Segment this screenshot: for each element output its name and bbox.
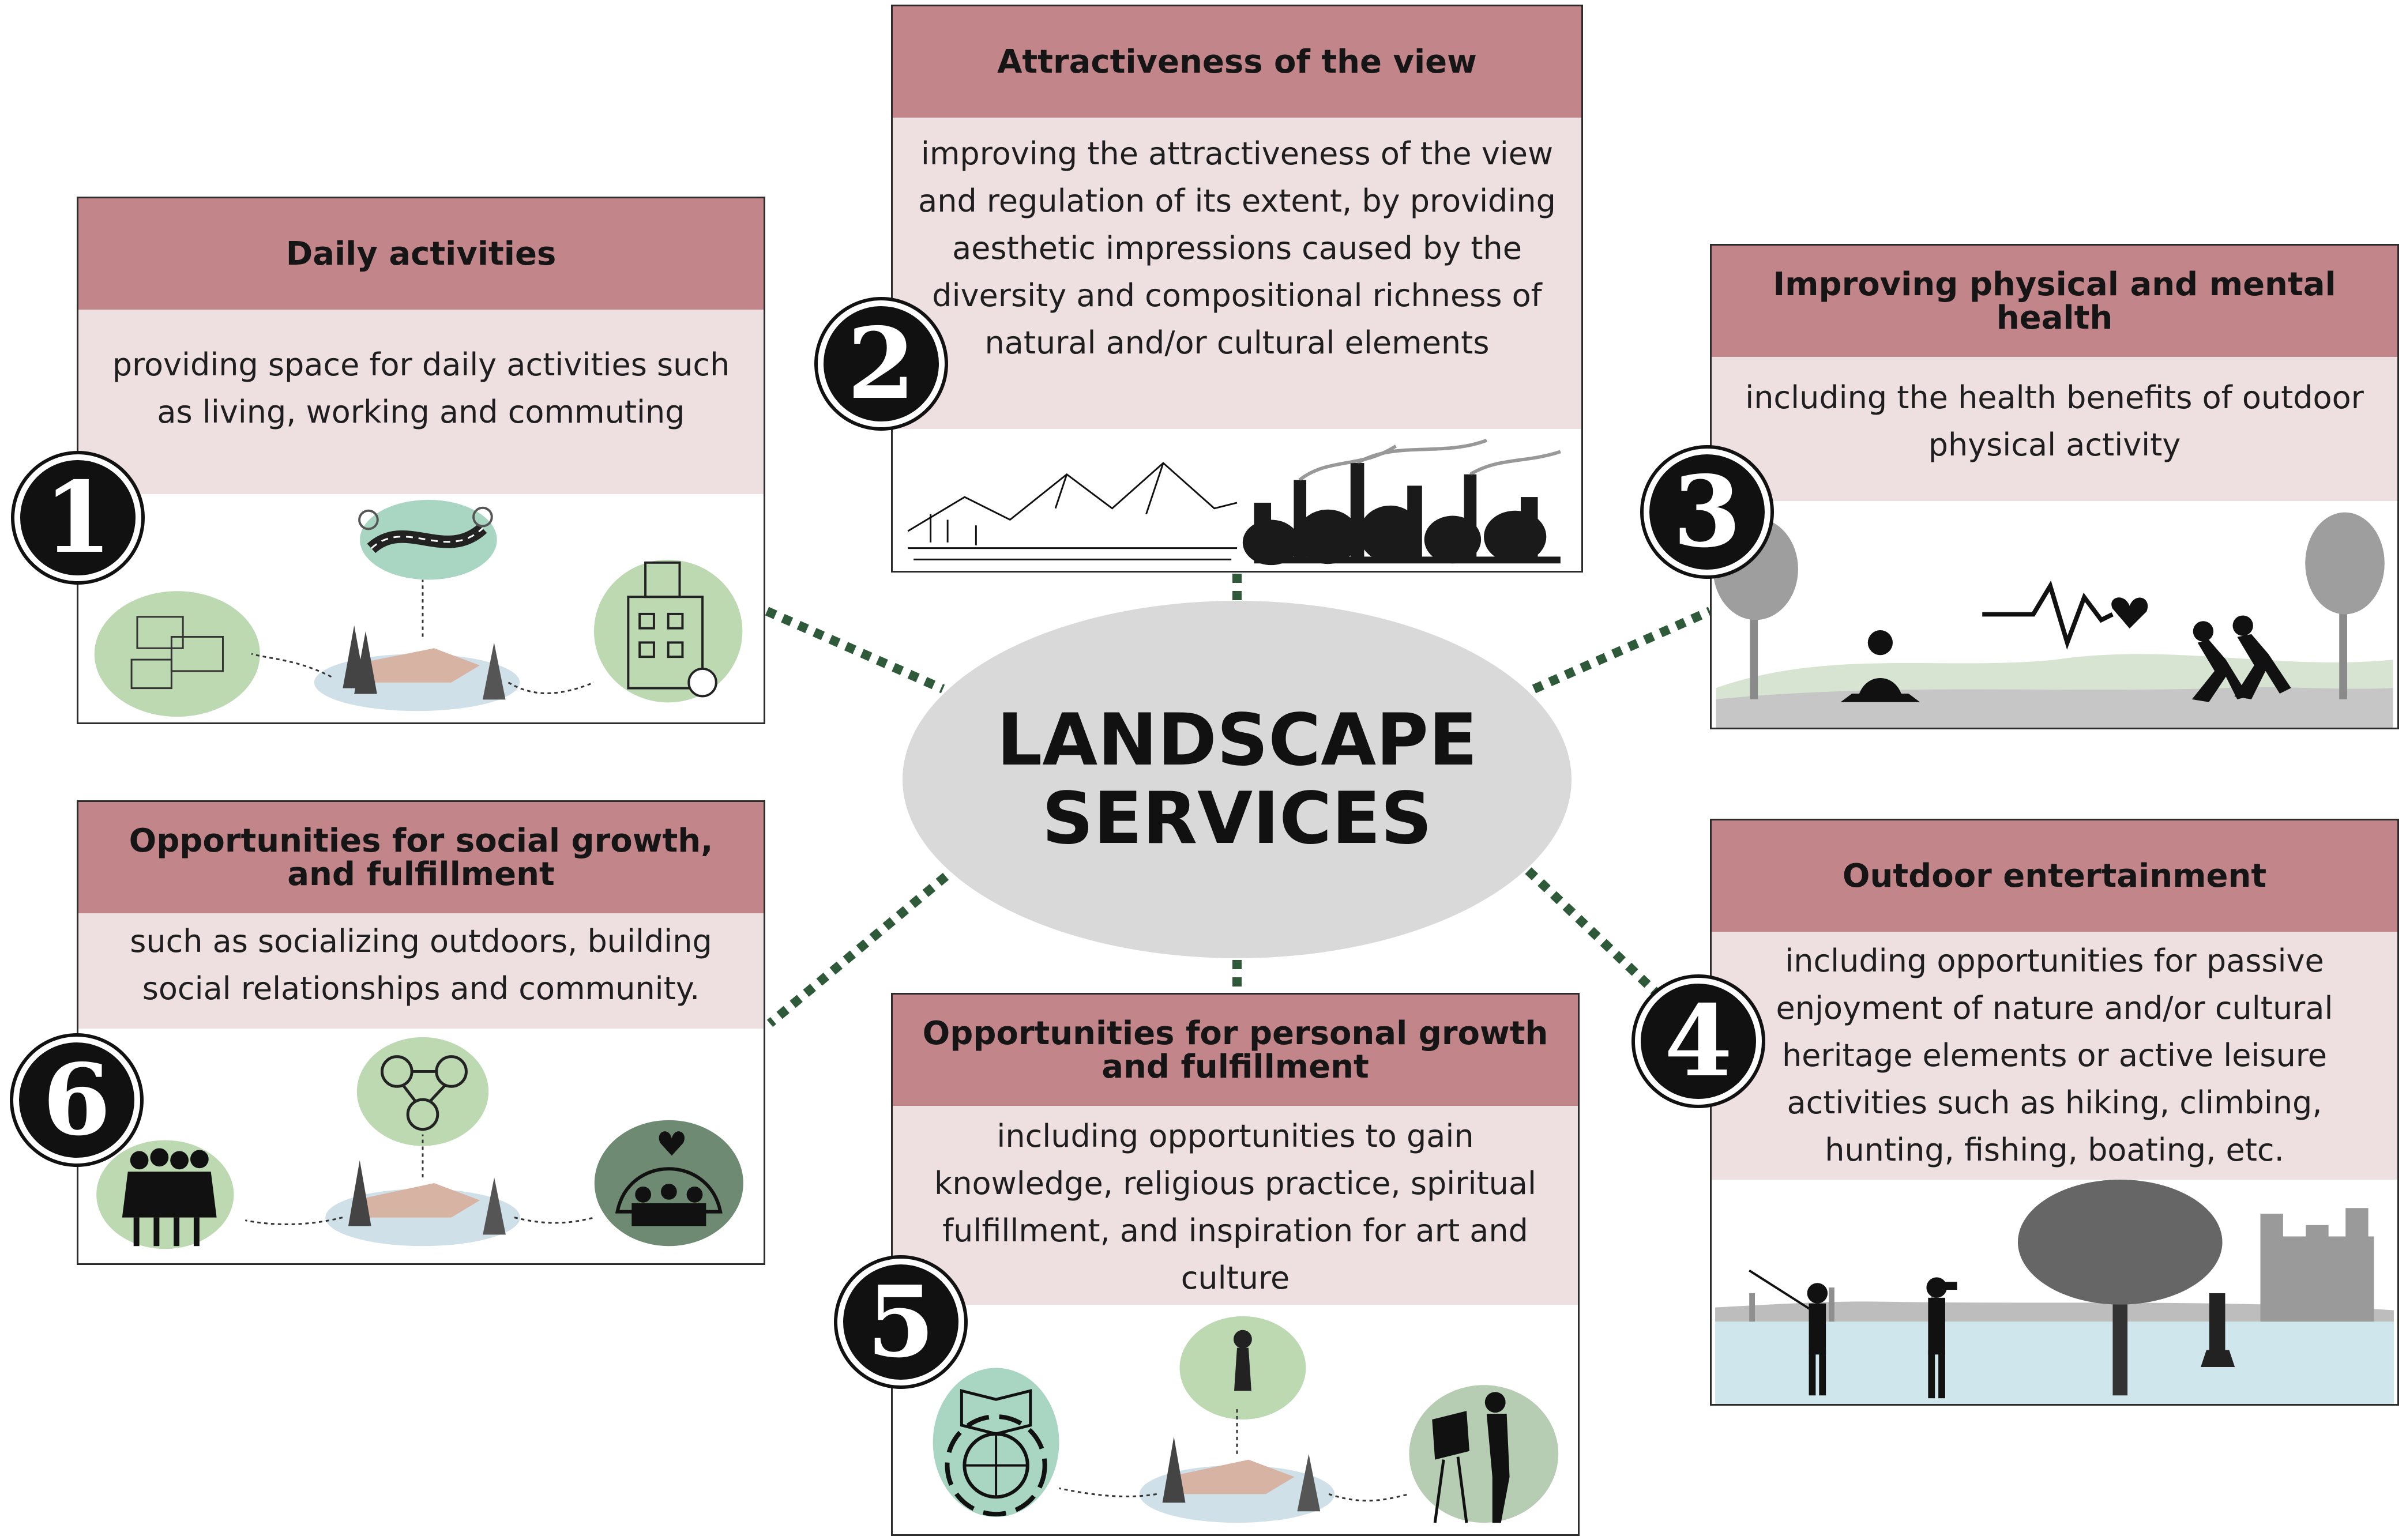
card-daily-activities: Daily activities providing space for dai…	[77, 197, 765, 724]
card-illustration	[893, 1305, 1578, 1534]
meditating-person-icon	[1840, 630, 1920, 702]
badge-2: 2	[818, 300, 945, 427]
landscape-trees-icon	[1139, 1436, 1335, 1523]
card-social-growth: Opportunities for social growth, and ful…	[77, 800, 765, 1265]
card-illustration	[1712, 501, 2397, 728]
social-growth-illustration	[96, 1037, 743, 1249]
badge-3: 3	[1644, 449, 1770, 575]
card-title: Outdoor entertainment	[1712, 820, 2397, 932]
office-building-money-icon	[593, 559, 743, 703]
painter-easel-icon	[1409, 1385, 1559, 1523]
card-description: including the health benefits of outdoor…	[1712, 357, 2397, 501]
card-attractiveness-of-view: Attractiveness of the view improving the…	[891, 5, 1583, 573]
center-title-line-2: SERVICES	[1042, 777, 1433, 860]
card-title: Attractiveness of the view	[893, 6, 1581, 118]
outdoor-illustration	[1715, 1180, 2394, 1404]
industrial-skyline-icon	[1242, 463, 1561, 566]
card-illustration	[78, 1029, 764, 1263]
network-people-icon	[356, 1037, 489, 1146]
card-description: such as socializing outdoors, building s…	[78, 913, 764, 1029]
card-outdoor-entertainment: Outdoor entertainment including opportun…	[1710, 819, 2399, 1406]
runners-icon	[2191, 615, 2291, 702]
residential-buildings-icon	[94, 591, 260, 717]
connector-to-card-4	[1525, 867, 1659, 995]
card-illustration	[893, 429, 1581, 571]
card-description: providing space for daily activities suc…	[78, 310, 764, 494]
health-illustration	[1713, 512, 2393, 728]
lake-icon	[1715, 1321, 2394, 1404]
card-description: including opportunities to gain knowledg…	[893, 1106, 1578, 1305]
card-title: Opportunities for social growth, and ful…	[78, 802, 764, 913]
book-globe-icon	[933, 1368, 1059, 1518]
climber-icon	[1179, 1316, 1306, 1419]
center-title-line-1: LANDSCAPE	[997, 699, 1478, 782]
card-description: including opportunities for passive enjo…	[1712, 932, 2397, 1180]
heartbeat-icon	[1982, 580, 2114, 650]
badge-4: 4	[1635, 978, 1762, 1105]
card-title: Opportunities for personal growth and fu…	[893, 995, 1578, 1106]
community-heart-icon	[594, 1120, 743, 1247]
connector-to-card-3	[1532, 607, 1712, 694]
daily-activities-illustration	[94, 499, 743, 717]
card-description: improving the attractiveness of the view…	[893, 118, 1581, 429]
landscape-trees-icon	[325, 1160, 520, 1247]
card-physical-mental-health: Improving physical and mental health inc…	[1710, 244, 2399, 729]
attractiveness-illustration	[907, 438, 1561, 566]
badge-1: 1	[14, 454, 141, 581]
personal-growth-illustration	[933, 1316, 1559, 1523]
monument-icon	[2201, 1293, 2235, 1367]
tree-icon	[2017, 1180, 2223, 1396]
castle-icon	[2260, 1208, 2374, 1322]
card-illustration	[78, 494, 764, 722]
badge-6: 6	[13, 1037, 140, 1164]
card-title: Improving physical and mental health	[1712, 246, 2397, 357]
mountain-landscape-sketch-icon	[907, 462, 1238, 560]
birdwatcher-icon	[1926, 1277, 1957, 1399]
card-personal-growth: Opportunities for personal growth and fu…	[891, 993, 1580, 1536]
badge-5: 5	[837, 1259, 964, 1385]
card-illustration	[1712, 1180, 2397, 1404]
card-title: Daily activities	[78, 198, 764, 310]
landscape-services-center: LANDSCAPE SERVICES	[903, 601, 1572, 958]
connector-to-card-1	[765, 607, 945, 694]
landscape-trees-icon	[314, 625, 520, 711]
fisherman-icon	[1749, 1269, 1828, 1396]
group-people-icon	[96, 1140, 234, 1249]
